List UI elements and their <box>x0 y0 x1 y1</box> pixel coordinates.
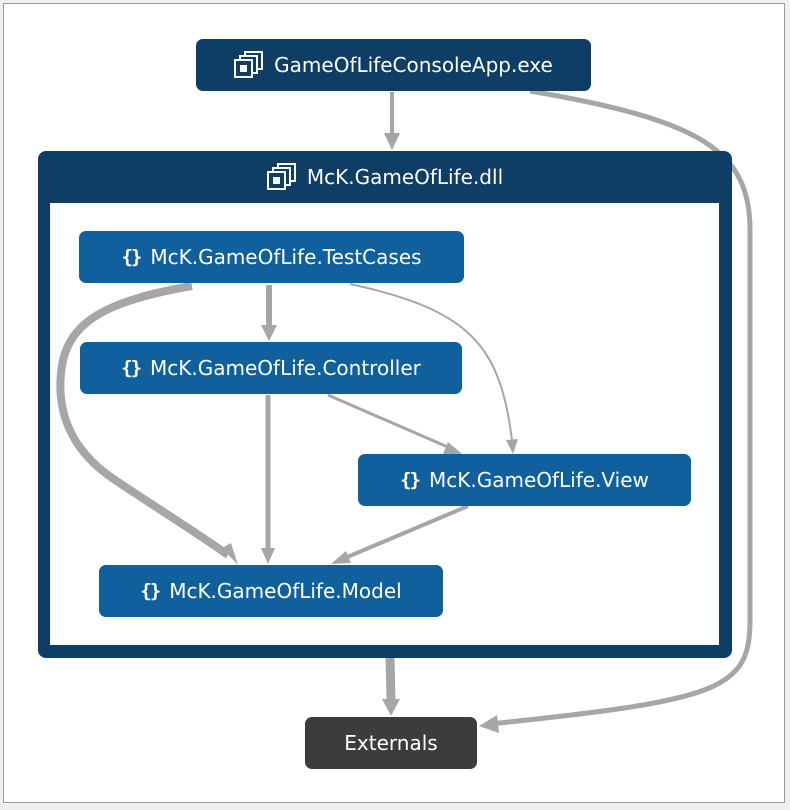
namespace-node-testcases[interactable]: {} McK.GameOfLife.TestCases <box>79 231 464 283</box>
namespace-icon: {} <box>121 357 142 379</box>
namespace-node-controller[interactable]: {} McK.GameOfLife.Controller <box>80 342 462 394</box>
namespace-node-view[interactable]: {} McK.GameOfLife.View <box>358 454 691 506</box>
namespace-icon: {} <box>140 580 161 602</box>
edge-dll-to-externals-arrowhead <box>382 699 400 716</box>
node-label: McK.GameOfLife.Controller <box>150 356 421 380</box>
node-label: McK.GameOfLife.Model <box>169 579 402 603</box>
assembly-icon <box>234 51 264 79</box>
edge-dll-to-externals <box>385 657 396 701</box>
edge-exe-to-externals-arrowhead <box>479 715 499 733</box>
edge-exe-to-externals <box>489 88 753 727</box>
group-header: McK.GameOfLife.dll <box>38 151 732 203</box>
node-label: McK.GameOfLife.View <box>428 468 649 492</box>
namespace-node-model[interactable]: {} McK.GameOfLife.Model <box>99 565 443 617</box>
assembly-icon <box>266 163 297 191</box>
namespace-icon: {} <box>121 246 142 268</box>
node-label: GameOfLifeConsoleApp.exe <box>274 53 553 77</box>
edge-exe-to-dll-arrowhead <box>384 133 400 150</box>
assembly-node-exe[interactable]: GameOfLifeConsoleApp.exe <box>196 39 591 91</box>
node-label: Externals <box>344 731 438 755</box>
namespace-icon: {} <box>400 469 421 491</box>
externals-node[interactable]: Externals <box>305 717 477 769</box>
group-label: McK.GameOfLife.dll <box>306 165 504 189</box>
node-label: McK.GameOfLife.TestCases <box>150 245 422 269</box>
